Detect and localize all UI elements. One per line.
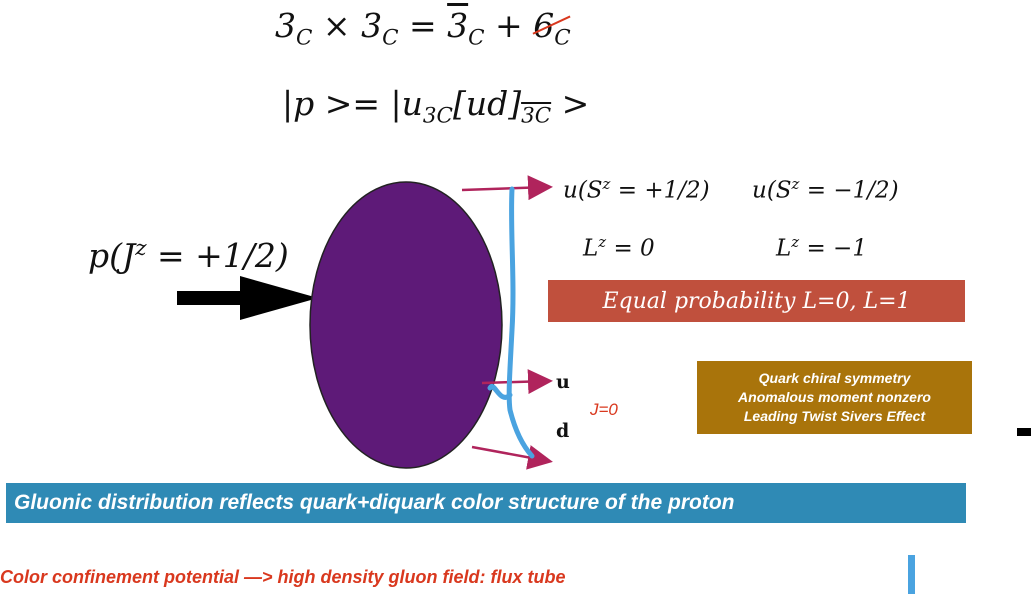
j-zero-label: J=0 <box>590 400 618 419</box>
proton-ellipse <box>309 181 503 469</box>
proton-state-equation: |p >= |u3C[ud]3C > <box>282 84 590 129</box>
equal-probability-box: Equal probability L=0, L=1 <box>548 280 965 322</box>
quark-line-3: Leading Twist Sivers Effect <box>743 408 926 424</box>
struck-sextet: 6C <box>533 6 571 51</box>
l-zero-label: Lz = 0 <box>583 233 655 262</box>
quark-properties-box: Quark chiral symmetry Anomalous moment n… <box>697 361 972 434</box>
l-minus-one-label: Lz = −1 <box>776 233 867 262</box>
proton-label: p(Jz = +1/2) <box>88 236 289 275</box>
quark-line-1: Quark chiral symmetry <box>758 370 911 386</box>
flux-tube <box>487 186 535 459</box>
color-product-equation: 3C × 3C = 3C + 6C <box>275 6 571 51</box>
flux-tube-small <box>908 555 915 594</box>
quark-d-label: d <box>556 420 570 442</box>
confinement-footer: Color confinement potential —> high dens… <box>0 567 566 587</box>
d-bottom-arrow <box>471 445 553 470</box>
incoming-proton-arrow <box>177 276 318 320</box>
quark-u-label: u <box>556 371 570 393</box>
u-outgoing-arrow <box>461 175 553 201</box>
edge-dash <box>1017 428 1031 436</box>
u-spin-up-label: u(Sz = +1/2) <box>563 175 710 204</box>
quark-line-2: Anomalous moment nonzero <box>738 389 931 405</box>
u-spin-down-label: u(Sz = −1/2) <box>752 175 899 204</box>
gluonic-banner: Gluonic distribution reflects quark+diqu… <box>6 483 966 523</box>
u-bottom-arrow <box>481 369 553 395</box>
